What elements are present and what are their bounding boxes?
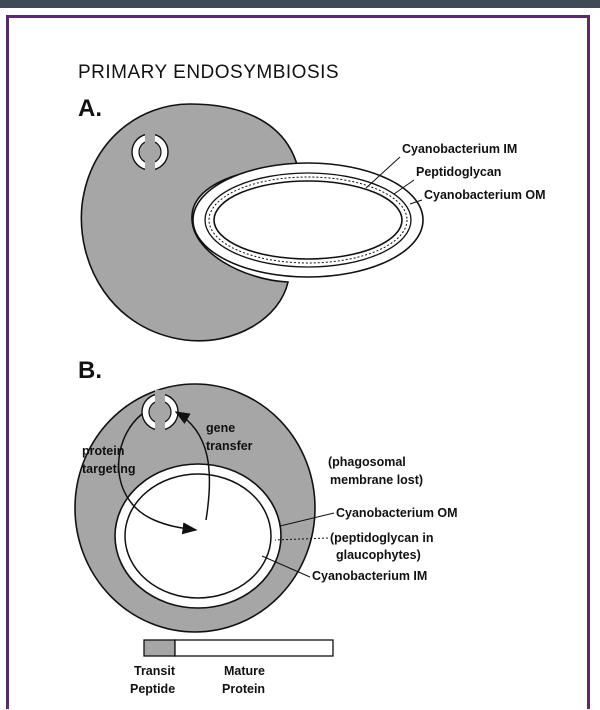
- label-cyano-im-b: Cyanobacterium IM: [312, 569, 427, 583]
- label-peptidoglycan-a: Peptidoglycan: [416, 165, 501, 179]
- label-peptide: Peptide: [130, 682, 175, 696]
- label-glaucophytes: glaucophytes): [336, 548, 421, 562]
- host-nucleus-b: [141, 390, 179, 434]
- label-cyano-om-a: Cyanobacterium OM: [424, 188, 546, 202]
- label-peptidoglycan-in: (peptidoglycan in: [330, 531, 433, 545]
- label-cyano-om-b: Cyanobacterium OM: [336, 506, 458, 520]
- label-transfer: transfer: [206, 439, 253, 453]
- leader-peptidoglycan-b: [274, 537, 329, 541]
- panel-a-letter: A.: [78, 95, 102, 122]
- leader-cyano-om-a: [409, 199, 423, 205]
- label-phagosomal: (phagosomal: [328, 455, 406, 469]
- gene-transfer-arrow: [174, 411, 211, 521]
- protein-precursor-bar: [143, 639, 334, 657]
- leader-cyano-im-a: [365, 156, 401, 189]
- label-cyano-im-a: Cyanobacterium IM: [402, 142, 517, 156]
- leader-cyano-om-b: [279, 512, 335, 527]
- top-bar: [0, 0, 600, 8]
- host-nucleus-a: [131, 130, 169, 174]
- leader-peptidoglycan-a: [393, 179, 415, 195]
- figure-frame: [6, 15, 590, 709]
- transit-peptide-segment: [143, 639, 176, 657]
- panel-b-letter: B.: [78, 357, 102, 384]
- cyanobacterium-a: [192, 162, 424, 278]
- label-protein: protein: [82, 444, 124, 458]
- label-gene: gene: [206, 421, 235, 435]
- label-transit: Transit: [134, 664, 176, 678]
- plastid-b: [114, 463, 282, 609]
- mature-protein-segment: [174, 639, 334, 657]
- label-membrane-lost: membrane lost): [330, 473, 423, 487]
- diagram-title: PRIMARY ENDOSYMBIOSIS: [78, 62, 339, 83]
- label-targeting: targeting: [82, 462, 135, 476]
- leader-cyano-im-b: [261, 555, 311, 578]
- label-protein-legend: Protein: [222, 682, 265, 696]
- protein-targeting-arrow: [117, 413, 198, 535]
- label-mature: Mature: [224, 664, 265, 678]
